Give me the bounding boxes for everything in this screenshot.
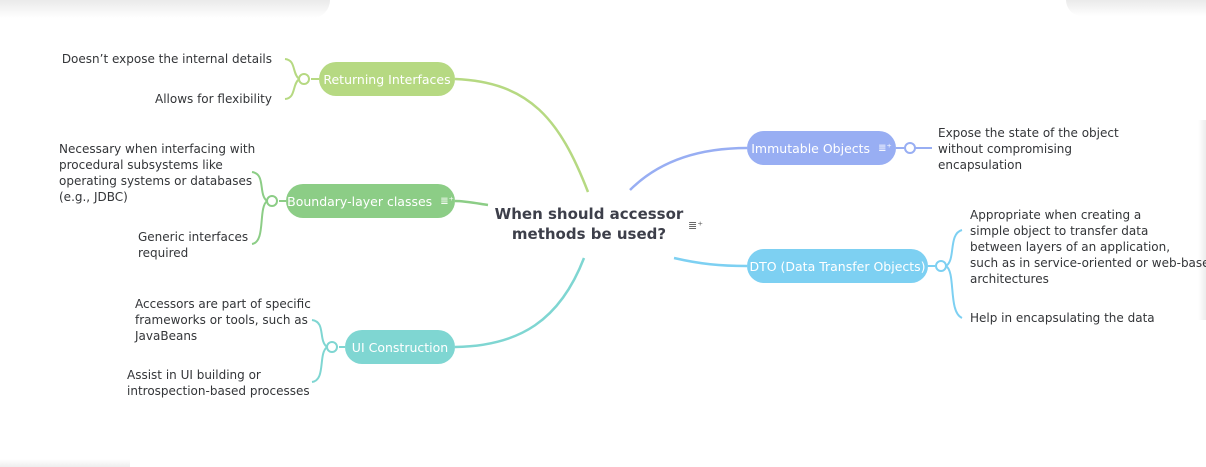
leaf-line: frameworks or tools, such as	[135, 313, 308, 327]
leaf-line: required	[138, 246, 189, 260]
leaf-line: procedural subsystems like	[59, 158, 223, 172]
leaf-line: architectures	[970, 272, 1049, 286]
leaf-line: (e.g., JDBC)	[59, 190, 128, 204]
leaf-appropriate-creating[interactable]: Appropriate when creating a simple objec…	[970, 207, 1206, 287]
branch-boundary-layer-classes[interactable]: Boundary-layer classes ≣⁺	[286, 184, 455, 218]
branch-immutable-objects[interactable]: Immutable Objects ≣⁺	[747, 131, 896, 165]
leaf-line: Appropriate when creating a	[970, 208, 1142, 222]
connector-immutable-objects	[629, 146, 748, 191]
leaf-line: encapsulation	[938, 158, 1023, 172]
branch-label: Returning Interfaces	[323, 71, 451, 87]
panel-shadow-bottom	[0, 459, 130, 467]
leaf-line: Necessary when interfacing with	[59, 142, 256, 156]
leaf-line: such as in service-oriented or web-based	[970, 256, 1206, 270]
panel-shadow-top-right	[1066, 0, 1206, 16]
connector-boundary-layer	[454, 199, 489, 207]
leaf-generic-interfaces[interactable]: Generic interfaces required	[138, 229, 248, 261]
connector-returning-interfaces	[454, 77, 590, 193]
connector-ui-construction	[454, 257, 586, 349]
branch-label: DTO (Data Transfer Objects)	[749, 258, 926, 274]
branch-label: Immutable Objects	[751, 140, 871, 156]
panel-shadow-right	[1198, 120, 1206, 320]
leaf-doesnt-expose[interactable]: Doesn’t expose the internal details	[62, 51, 272, 67]
root-topic[interactable]: When should accessor methods be used?	[492, 204, 686, 244]
collapse-toggle-dto	[935, 260, 947, 272]
leaf-line: Expose the state of the object	[938, 126, 1119, 140]
leaf-assist-ui-building[interactable]: Assist in UI building or introspection-b…	[127, 367, 310, 399]
note-icon[interactable]: ≣⁺	[878, 142, 892, 154]
branch-dto[interactable]: DTO (Data Transfer Objects)	[747, 249, 928, 283]
collapse-toggle-ui-construction	[326, 341, 338, 353]
leaf-allows-flexibility[interactable]: Allows for flexibility	[155, 91, 272, 107]
root-title-line-2: methods be used?	[511, 225, 667, 243]
collapse-toggle-boundary-layer	[266, 195, 278, 207]
leaf-line: without compromising	[938, 142, 1073, 156]
leaf-line: Generic interfaces	[138, 230, 249, 244]
leaf-text: Allows for flexibility	[154, 92, 272, 106]
panel-shadow-top-left	[0, 0, 330, 18]
leaf-line: introspection-based processes	[127, 384, 310, 398]
leaf-line: JavaBeans	[135, 329, 198, 343]
connector-dto	[673, 256, 748, 268]
collapse-toggle-immutable-objects	[904, 142, 916, 154]
leaf-line: operating systems or databases	[59, 174, 253, 188]
leaf-text: Doesn’t expose the internal details	[61, 52, 272, 66]
branch-label: Boundary-layer classes	[287, 193, 433, 209]
leaf-line: between layers of an application,	[970, 240, 1171, 254]
branch-ui-construction[interactable]: UI Construction	[345, 330, 455, 364]
leaf-line: simple object to transfer data	[970, 224, 1149, 238]
note-icon[interactable]: ≣⁺	[440, 195, 454, 207]
leaf-line: Assist in UI building or	[127, 368, 261, 382]
leaf-necessary-interfacing[interactable]: Necessary when interfacing with procedur…	[59, 141, 255, 205]
leaf-help-encapsulating[interactable]: Help in encapsulating the data	[970, 310, 1155, 326]
leaf-line: Accessors are part of specific	[135, 297, 311, 311]
leaf-line: Help in encapsulating the data	[970, 311, 1155, 325]
branch-label: UI Construction	[351, 339, 449, 355]
leaf-expose-state[interactable]: Expose the state of the object without c…	[938, 125, 1119, 173]
note-icon[interactable]: ≣⁺	[688, 219, 704, 232]
leaf-accessors-frameworks[interactable]: Accessors are part of specific framework…	[135, 296, 311, 344]
branch-returning-interfaces[interactable]: Returning Interfaces	[319, 62, 455, 96]
collapse-toggle-returning-interfaces	[298, 73, 310, 85]
root-title-line-1: When should accessor	[494, 205, 684, 223]
